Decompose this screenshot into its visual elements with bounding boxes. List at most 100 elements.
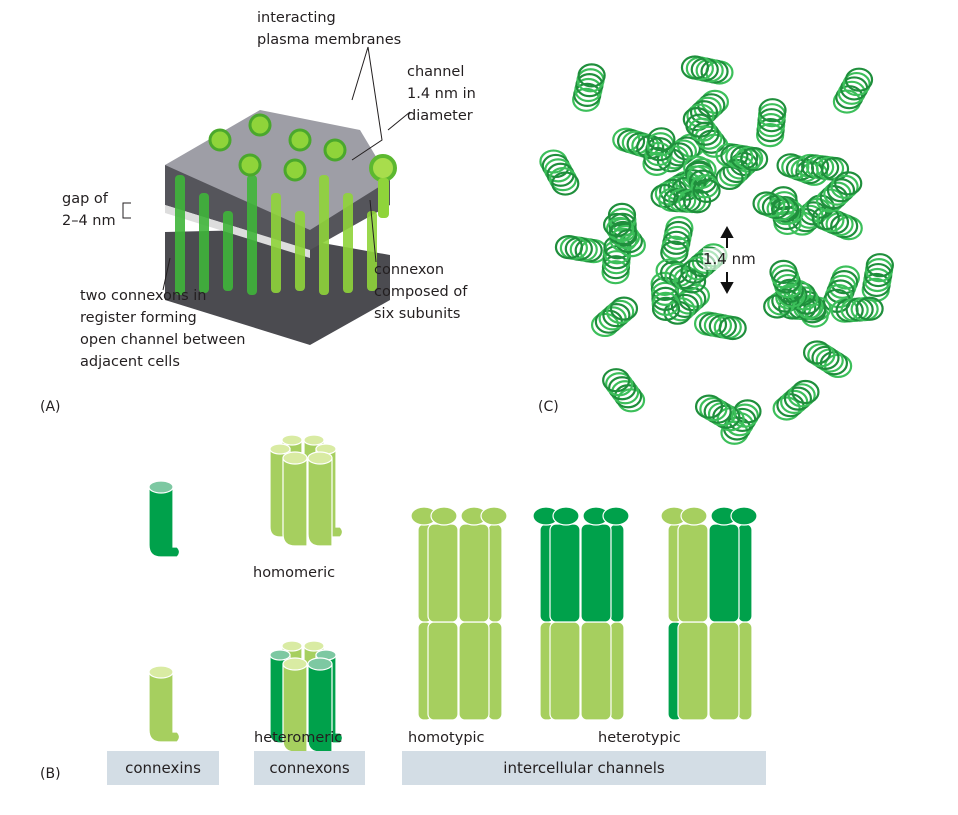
- label-heteromeric: heteromeric: [254, 730, 343, 746]
- cylinder-cap: [281, 434, 303, 446]
- alpha-helix: [685, 113, 729, 158]
- helix-turn: [598, 306, 627, 331]
- cylinder-body: [282, 457, 308, 547]
- alpha-helix: [832, 67, 874, 114]
- helix-turn: [685, 113, 714, 138]
- cylinder-cap: [269, 443, 291, 455]
- connexon-rod: [175, 175, 185, 295]
- helix-turn: [605, 216, 635, 242]
- lower-subunit: [737, 621, 753, 721]
- helix-turn: [647, 127, 676, 152]
- lower-subunit: [677, 621, 709, 721]
- connexon-rod: [199, 193, 209, 293]
- connexon-rod: [343, 193, 353, 293]
- cylinder-cap: [303, 640, 325, 652]
- alpha-helix: [590, 296, 639, 338]
- cylinder-body: [148, 671, 181, 743]
- helix-turn: [830, 174, 859, 199]
- upper-subunit: [427, 523, 459, 623]
- label-line: 1.4 nm in: [407, 86, 476, 102]
- connexon-isolated: [369, 154, 397, 182]
- helix-turn: [590, 312, 620, 338]
- connexin-cylinder: [282, 451, 308, 547]
- connexon-rod: [295, 211, 305, 291]
- upper-subunit: [487, 523, 503, 623]
- cylinder-cap: [307, 451, 333, 465]
- alpha-helix: [772, 379, 820, 421]
- flared-top: [730, 506, 758, 526]
- category-intercellular-channels: intercellular channels: [402, 751, 766, 785]
- connexon-top: [283, 158, 307, 182]
- helix-turn: [548, 167, 578, 192]
- helix-turn: [816, 208, 845, 233]
- helix-turn: [680, 259, 709, 284]
- helix-turn: [771, 288, 800, 313]
- lower-subunit: [427, 621, 459, 721]
- flared-top: [552, 506, 580, 526]
- lower-subunit: [708, 621, 740, 721]
- label-line: two connexons in: [80, 288, 207, 304]
- upper-subunit: [677, 523, 709, 623]
- helix-turn: [554, 235, 584, 260]
- alpha-helix: [715, 142, 769, 172]
- connexon-rod: [367, 211, 377, 291]
- helix-turn: [688, 117, 717, 142]
- label-interacting-membranes: interacting plasma membranes: [257, 7, 401, 51]
- panel-b-tag: (B): [40, 766, 61, 782]
- gap-junction-block-illustration: [165, 110, 397, 345]
- upper-subunit: [737, 523, 753, 623]
- connexon-top: [238, 153, 262, 177]
- connexin-cylinder: [307, 451, 333, 547]
- channel-diameter-label: 1.4 nm: [703, 248, 756, 270]
- upper-subunit: [458, 523, 490, 623]
- label-gap: gap of 2–4 nm: [62, 188, 116, 232]
- label-line: channel: [407, 64, 465, 80]
- upper-subunit: [580, 523, 612, 623]
- cylinder-cap: [307, 657, 333, 671]
- helix-turn: [807, 343, 836, 368]
- category-connexons: connexons: [254, 751, 365, 785]
- connexin-assembly-diagram: [148, 434, 758, 753]
- helix-turn: [602, 368, 631, 393]
- label-line: diameter: [407, 108, 473, 124]
- label-connexon-subunits: connexon composed of six subunits: [374, 259, 467, 325]
- lower-subunit: [609, 621, 625, 721]
- helix-turn: [680, 55, 710, 80]
- helix-turn: [730, 403, 759, 428]
- alpha-helix: [811, 206, 863, 241]
- alpha-helix: [796, 153, 850, 182]
- upper-subunit: [708, 523, 740, 623]
- connexon-top: [288, 128, 312, 152]
- helix-turn: [606, 299, 635, 324]
- helix-turn: [752, 191, 781, 216]
- upper-subunit: [609, 523, 625, 623]
- alpha-helix: [822, 265, 860, 313]
- cylinder-cap: [269, 649, 291, 661]
- helix-turn: [787, 383, 816, 408]
- helix-turn: [703, 399, 732, 424]
- category-connexins: connexins: [107, 751, 219, 785]
- alpha-helix: [680, 55, 734, 85]
- panel-a-tag: (A): [40, 399, 61, 415]
- label-line: gap of: [62, 191, 108, 207]
- helix-turn: [551, 171, 580, 196]
- helix-turn: [758, 98, 787, 123]
- flared-top: [602, 506, 630, 526]
- leader-lines: [122, 46, 411, 291]
- intercellular-channel: [410, 506, 508, 721]
- connexin-cylinder: [148, 480, 181, 558]
- label-line: open channel between: [80, 332, 246, 348]
- connexin-cylinder: [148, 665, 181, 743]
- label-two-connexons: two connexons in register forming open c…: [80, 285, 245, 373]
- alpha-helix: [756, 98, 787, 148]
- intercellular-channel: [532, 506, 630, 721]
- helix-turn: [691, 121, 720, 146]
- connexon-rod: [247, 175, 257, 295]
- helix-turn: [791, 379, 820, 405]
- alpha-helix: [660, 216, 694, 265]
- alpha-helix: [720, 399, 762, 445]
- alpha-helix: [830, 296, 884, 323]
- helix-turn: [694, 394, 724, 419]
